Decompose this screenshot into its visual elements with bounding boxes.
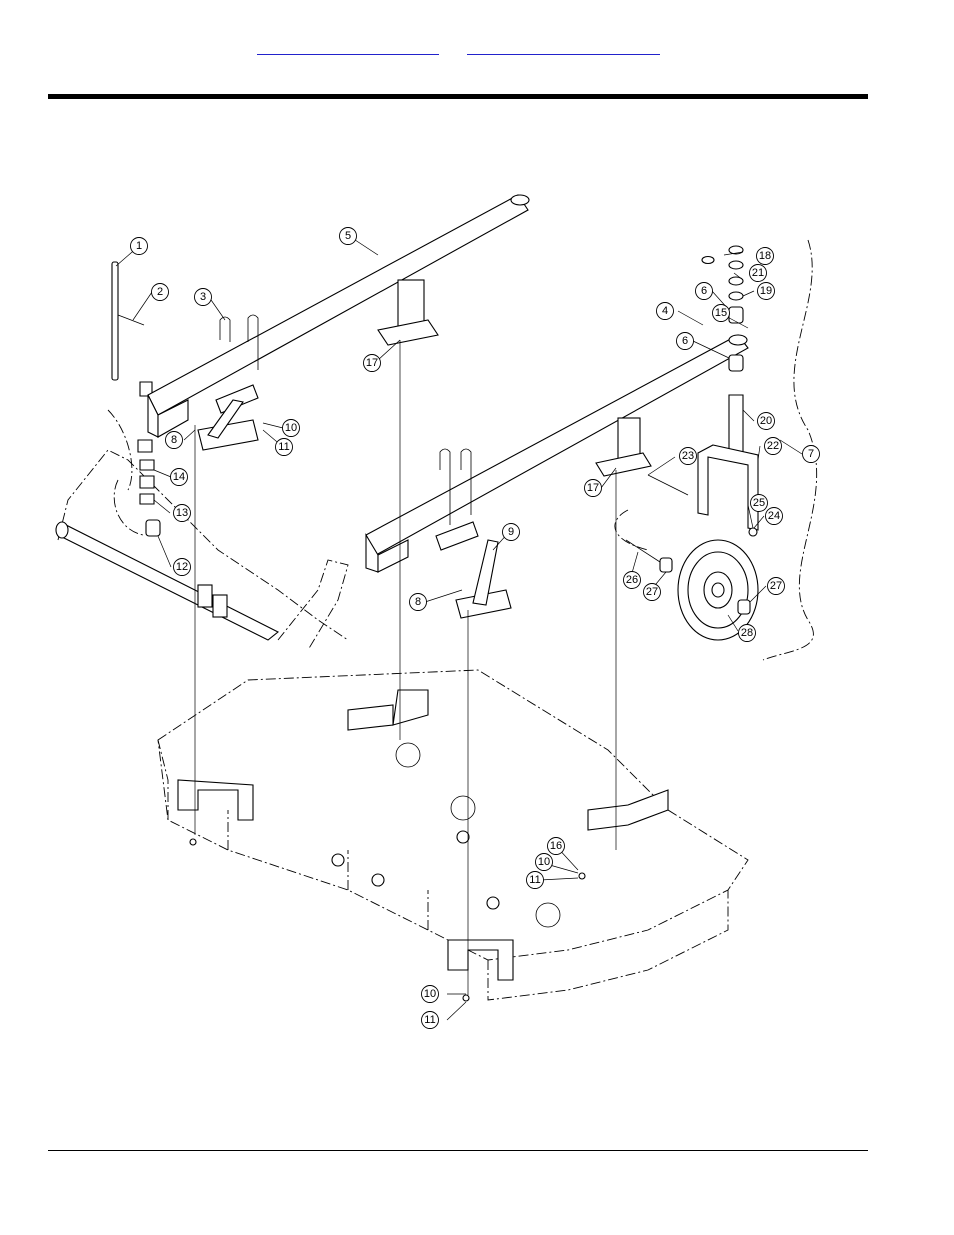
- callout-26: 26: [624, 572, 641, 589]
- callout-1: 1: [131, 238, 148, 255]
- callout-7: 7: [803, 446, 820, 463]
- callout-9: 9: [503, 524, 520, 541]
- callout-number: 10: [538, 856, 550, 868]
- callout-number: 6: [682, 335, 688, 347]
- callout-number: 2: [157, 286, 163, 298]
- callout-number: 28: [741, 627, 753, 639]
- callout-2: 2: [152, 284, 169, 301]
- footer-rule: [48, 1150, 868, 1151]
- parts-diagram: 1 2 3 4 5 6 6 7 8 8 9 10 10 10 11 11 11 …: [48, 170, 868, 1040]
- rear-caster-bar: [148, 195, 529, 450]
- callout-number: 7: [808, 448, 814, 460]
- callout-number: 10: [424, 988, 436, 1000]
- deck-brackets: [178, 690, 668, 980]
- callout-number: 21: [752, 267, 764, 279]
- callout-27: 27: [644, 584, 661, 601]
- callout-16: 16: [548, 838, 565, 855]
- callout-number: 12: [176, 561, 188, 573]
- callout-20: 20: [758, 413, 775, 430]
- callout-number: 11: [529, 874, 540, 886]
- callout-13: 13: [174, 505, 191, 522]
- callout-18: 18: [757, 248, 774, 265]
- nav-link-left[interactable]: [257, 40, 439, 55]
- callout-22: 22: [765, 438, 782, 455]
- callout-25: 25: [751, 495, 768, 512]
- callout-number: 26: [626, 574, 638, 586]
- callout-11: 11: [527, 872, 544, 889]
- callout-number: 8: [415, 596, 421, 608]
- callout-number: 5: [345, 230, 351, 242]
- callout-number: 23: [682, 450, 694, 462]
- callout-number: 1: [136, 240, 142, 252]
- callout-number: 4: [662, 305, 668, 317]
- callout-number: 8: [171, 434, 177, 446]
- callout-number: 20: [760, 415, 772, 427]
- callout-number: 11: [278, 441, 289, 453]
- callout-5: 5: [340, 228, 357, 245]
- callout-number: 27: [646, 586, 658, 598]
- callout-number: 17: [366, 357, 378, 369]
- callout-number: 19: [760, 285, 772, 297]
- callout-12: 12: [174, 559, 191, 576]
- callout-number: 27: [770, 580, 782, 592]
- callout-24: 24: [766, 508, 783, 525]
- callout-17: 17: [585, 480, 602, 497]
- callout-14: 14: [171, 469, 188, 486]
- callout-number: 22: [767, 440, 779, 452]
- callout-4: 4: [657, 303, 674, 320]
- callout-27: 27: [768, 578, 785, 595]
- callout-11: 11: [276, 439, 293, 456]
- callout-number: 24: [768, 510, 780, 522]
- callout-8: 8: [166, 432, 183, 449]
- callout-6: 6: [677, 333, 694, 350]
- callout-8: 8: [410, 594, 427, 611]
- callout-23: 23: [680, 448, 697, 465]
- callout-6: 6: [696, 283, 713, 300]
- callout-number: 9: [508, 526, 514, 538]
- callout-10: 10: [536, 854, 553, 871]
- caster-fork: [648, 445, 758, 536]
- callout-10: 10: [283, 420, 300, 437]
- callout-number: 3: [200, 291, 206, 303]
- hitch-bar: [56, 522, 278, 640]
- callout-10: 10: [422, 986, 439, 1003]
- callout-number: 13: [176, 507, 188, 519]
- callout-number: 6: [701, 285, 707, 297]
- callout-17: 17: [364, 355, 381, 372]
- callout-number: 11: [424, 1014, 435, 1026]
- callout-number: 16: [550, 840, 562, 852]
- callout-19: 19: [758, 283, 775, 300]
- nav-link-right[interactable]: [467, 40, 660, 55]
- callout-21: 21: [750, 265, 767, 282]
- header-rule: [48, 94, 868, 99]
- u-bolts: [220, 315, 471, 525]
- callout-number: 25: [753, 497, 765, 509]
- callout-number: 15: [715, 307, 727, 319]
- callout-3: 3: [195, 289, 212, 306]
- callout-number: 10: [285, 422, 297, 434]
- callout-number: 17: [587, 482, 599, 494]
- callout-15: 15: [713, 305, 730, 322]
- callout-11: 11: [422, 1012, 439, 1029]
- callout-28: 28: [739, 625, 756, 642]
- callout-number: 18: [759, 250, 771, 262]
- callout-number: 14: [173, 471, 185, 483]
